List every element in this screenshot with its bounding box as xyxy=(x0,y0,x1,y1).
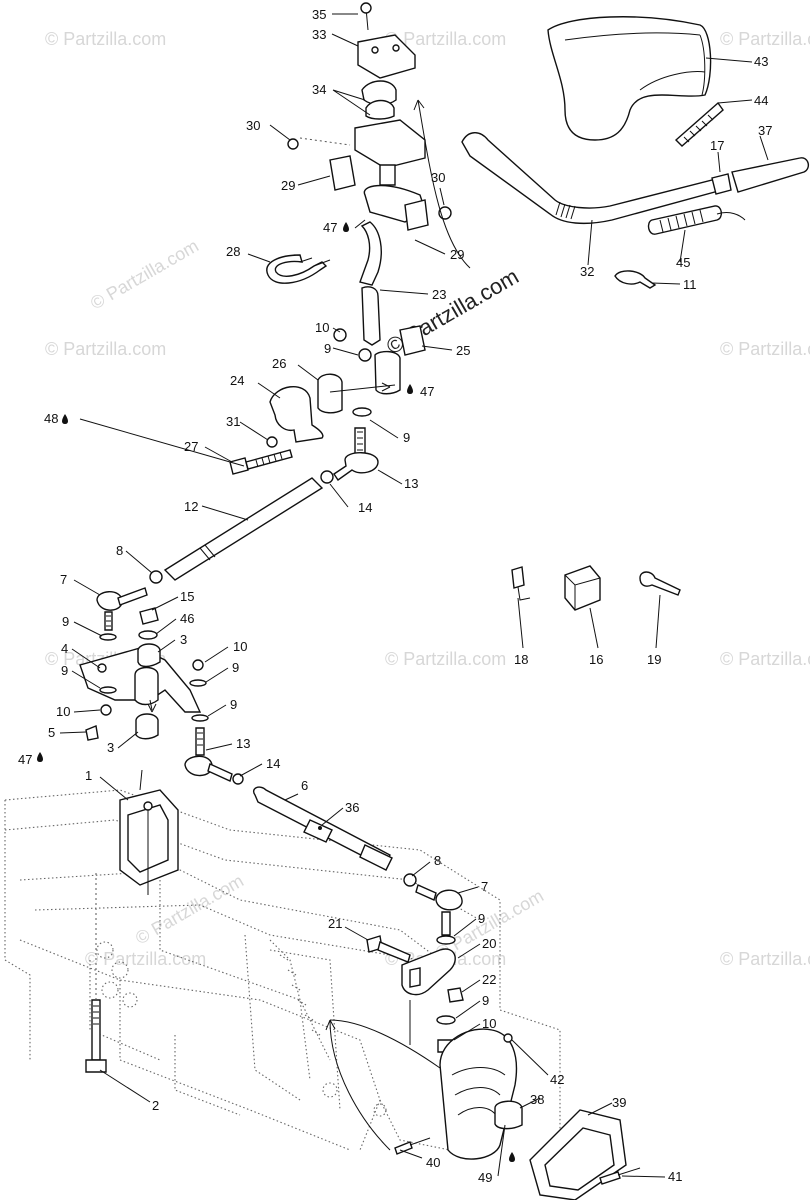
watermark: © Partzilla.com xyxy=(720,29,810,49)
handlebar xyxy=(461,132,810,289)
callout-label: 47 xyxy=(18,752,32,767)
callout-label: 21 xyxy=(328,916,342,931)
column-clamps xyxy=(266,325,426,448)
callout-label: 14 xyxy=(266,756,280,771)
callout-label: 30 xyxy=(246,118,260,133)
callout-label: 20 xyxy=(482,936,496,951)
callout-label: 2 xyxy=(152,1098,159,1113)
callout-label: 9 xyxy=(232,660,239,675)
callout-label: 9 xyxy=(230,697,237,712)
watermark: © Partzilla.com xyxy=(85,949,206,969)
lubricant-drops xyxy=(37,222,515,1162)
grip-pad xyxy=(674,101,724,147)
callout-label: 4 xyxy=(61,641,68,656)
watermark: © Partzilla.com xyxy=(720,339,810,359)
callout-label: 28 xyxy=(226,244,240,259)
callout-label: 44 xyxy=(754,93,768,108)
callout-label: 48 xyxy=(44,411,58,426)
steering-boot xyxy=(325,1019,641,1200)
watermark: © Partzilla.com xyxy=(385,29,506,49)
u-bolt xyxy=(266,254,331,284)
steering-column xyxy=(287,2,471,395)
callout-labels: 35 33 34 30 29 30 47 29 28 23 10 9 25 47… xyxy=(18,7,772,1185)
callout-label: 30 xyxy=(431,170,445,185)
watermark: © Partzilla.com xyxy=(45,29,166,49)
callout-label: 38 xyxy=(530,1092,544,1107)
callout-label: 36 xyxy=(345,800,359,815)
support-bolt xyxy=(85,870,107,1073)
callout-label: 10 xyxy=(233,639,247,654)
callout-label: 47 xyxy=(323,220,337,235)
callout-label: 5 xyxy=(48,725,55,740)
watermark: © Partzilla.com xyxy=(132,870,247,948)
callout-label: 29 xyxy=(450,247,464,262)
steering-arm-assembly xyxy=(79,587,244,785)
callout-label: 11 xyxy=(683,277,697,292)
callout-label: 9 xyxy=(61,663,68,678)
callout-label: 33 xyxy=(312,27,326,42)
bolt-27 xyxy=(229,449,293,475)
watermark: © Partzilla.com xyxy=(87,235,202,313)
callout-label: 7 xyxy=(60,572,67,587)
callout-label: 9 xyxy=(482,993,489,1008)
callout-label: 7 xyxy=(481,879,488,894)
upper-tie-rod xyxy=(149,427,379,584)
callout-label: 8 xyxy=(434,853,441,868)
callout-label: 47 xyxy=(420,384,434,399)
watermark: © Partzilla.com xyxy=(385,649,506,669)
callout-label: 46 xyxy=(180,611,194,626)
watermark: © Partzilla.com xyxy=(720,949,810,969)
connectors xyxy=(511,565,681,611)
callout-label: 32 xyxy=(580,264,594,279)
callout-label: 15 xyxy=(180,589,194,604)
callout-label: 29 xyxy=(281,178,295,193)
callout-label: 27 xyxy=(184,439,198,454)
callout-label: 10 xyxy=(482,1016,496,1031)
lower-shaft xyxy=(253,786,463,936)
callout-label: 41 xyxy=(668,1169,682,1184)
callout-label: 43 xyxy=(754,54,768,69)
callout-label: 9 xyxy=(62,614,69,629)
callout-label: 12 xyxy=(184,499,198,514)
callout-label: 13 xyxy=(404,476,418,491)
callout-label: 45 xyxy=(676,255,690,270)
callout-label: 39 xyxy=(612,1095,626,1110)
callout-label: 1 xyxy=(85,768,92,783)
callout-label: 40 xyxy=(426,1155,440,1170)
leader-lines xyxy=(59,13,769,1178)
callout-label: 24 xyxy=(230,373,244,388)
callout-label: 49 xyxy=(478,1170,492,1185)
callout-label: 26 xyxy=(272,356,286,371)
callout-label: 37 xyxy=(758,123,772,138)
watermark: © Partzilla.com xyxy=(45,339,166,359)
callout-label: 10 xyxy=(315,320,329,335)
handlebar-pad xyxy=(547,16,712,141)
callout-label: 31 xyxy=(226,414,240,429)
callout-label: 42 xyxy=(550,1072,564,1087)
callout-label: 3 xyxy=(180,632,187,647)
watermark: © Partzilla.com xyxy=(720,649,810,669)
callout-label: 3 xyxy=(107,740,114,755)
callout-label: 19 xyxy=(647,652,661,667)
callout-label: 13 xyxy=(236,736,250,751)
callout-label: 34 xyxy=(312,82,326,97)
callout-label: 25 xyxy=(456,343,470,358)
callout-label: 35 xyxy=(312,7,326,22)
callout-label: 9 xyxy=(403,430,410,445)
callout-label: 18 xyxy=(514,652,528,667)
callout-label: 10 xyxy=(56,704,70,719)
callout-label: 9 xyxy=(324,341,331,356)
callout-label: 23 xyxy=(432,287,446,302)
callout-label: 17 xyxy=(710,138,724,153)
callout-label: 9 xyxy=(478,911,485,926)
callout-label: 22 xyxy=(482,972,496,987)
callout-label: 6 xyxy=(301,778,308,793)
steering-support xyxy=(119,769,179,895)
callout-label: 16 xyxy=(589,652,603,667)
callout-label: 8 xyxy=(116,543,123,558)
callout-label: 14 xyxy=(358,500,372,515)
